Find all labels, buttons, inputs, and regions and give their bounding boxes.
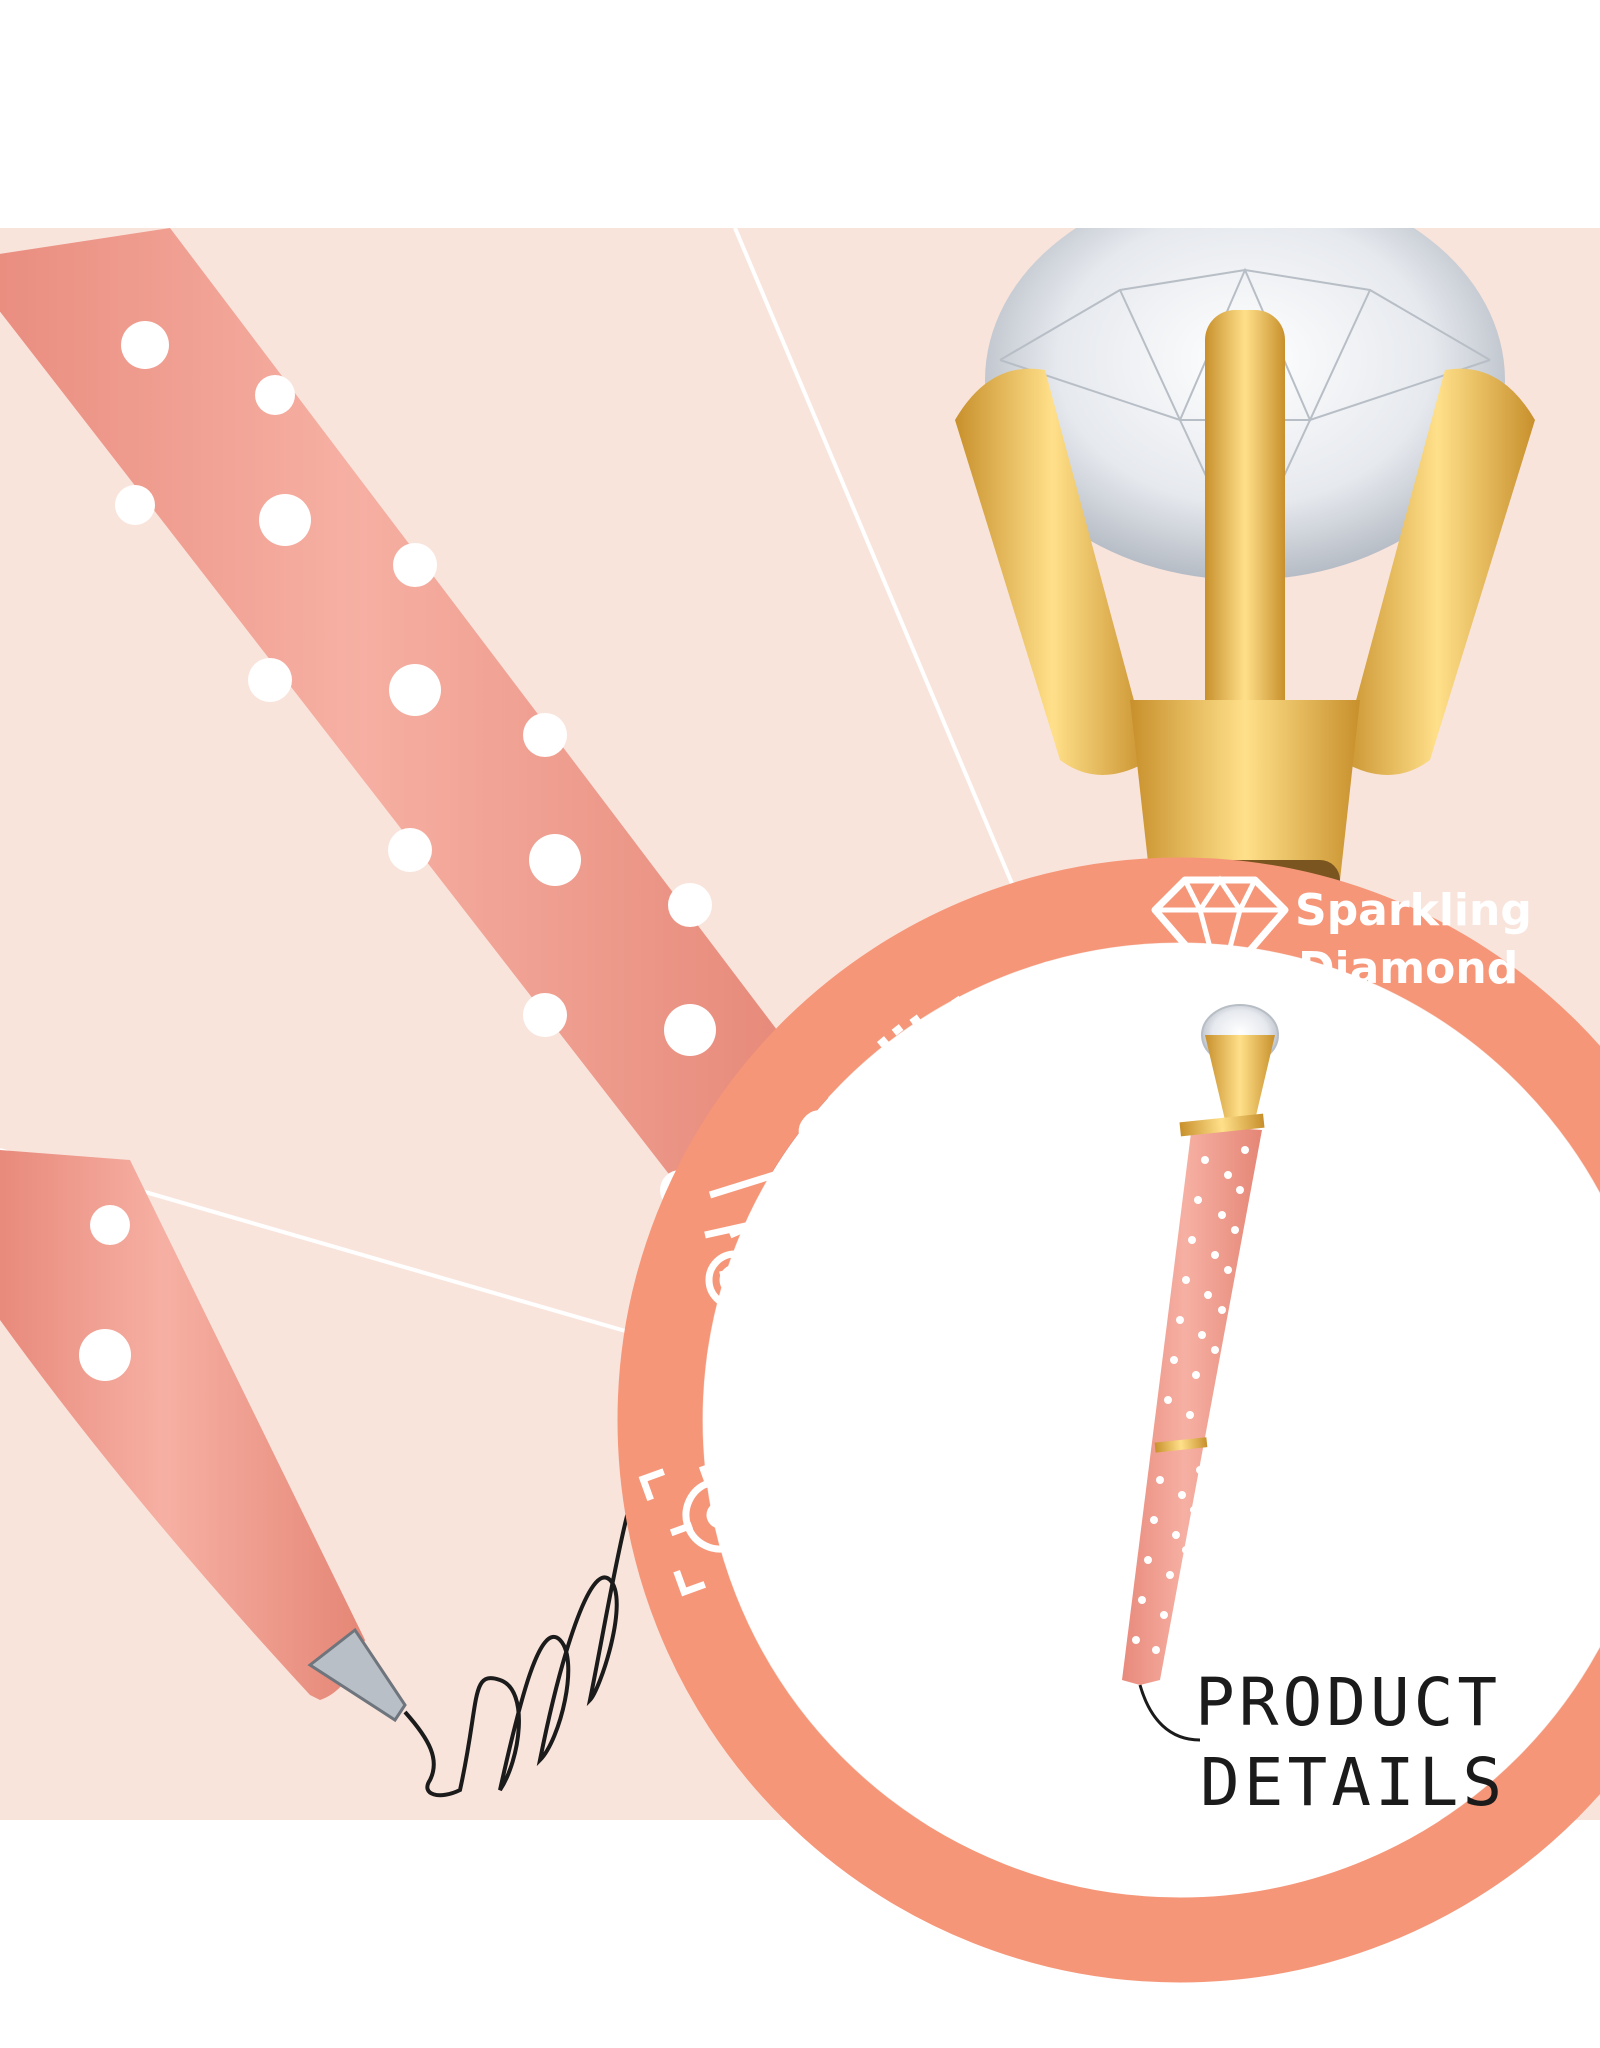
sparkling-diamond-top-line1: Sparkling: [1295, 885, 1532, 936]
ring-divider: [1068, 977, 1102, 1066]
pen-nib: [307, 1627, 407, 1723]
pen-tip-closeup: [0, 1150, 652, 1798]
handwriting-scribble: [403, 1458, 652, 1798]
layers-rolls-icon: [704, 1166, 815, 1310]
pen-barrel-closeup: [0, 228, 830, 1240]
product-details-label-line1: PRODUCT: [1195, 1664, 1501, 1741]
target-crosshair-icon: [638, 1433, 802, 1597]
sparkling-diamond-top-line2: Diamond: [1298, 943, 1518, 994]
feature-ring: [617, 857, 1600, 1983]
product-details-label-line2: DETAILS: [1200, 1744, 1506, 1821]
diamond-icon: [1151, 875, 1289, 995]
diamond-closeup: [955, 228, 1535, 910]
full-pen-illustration: [1122, 1004, 1279, 1742]
